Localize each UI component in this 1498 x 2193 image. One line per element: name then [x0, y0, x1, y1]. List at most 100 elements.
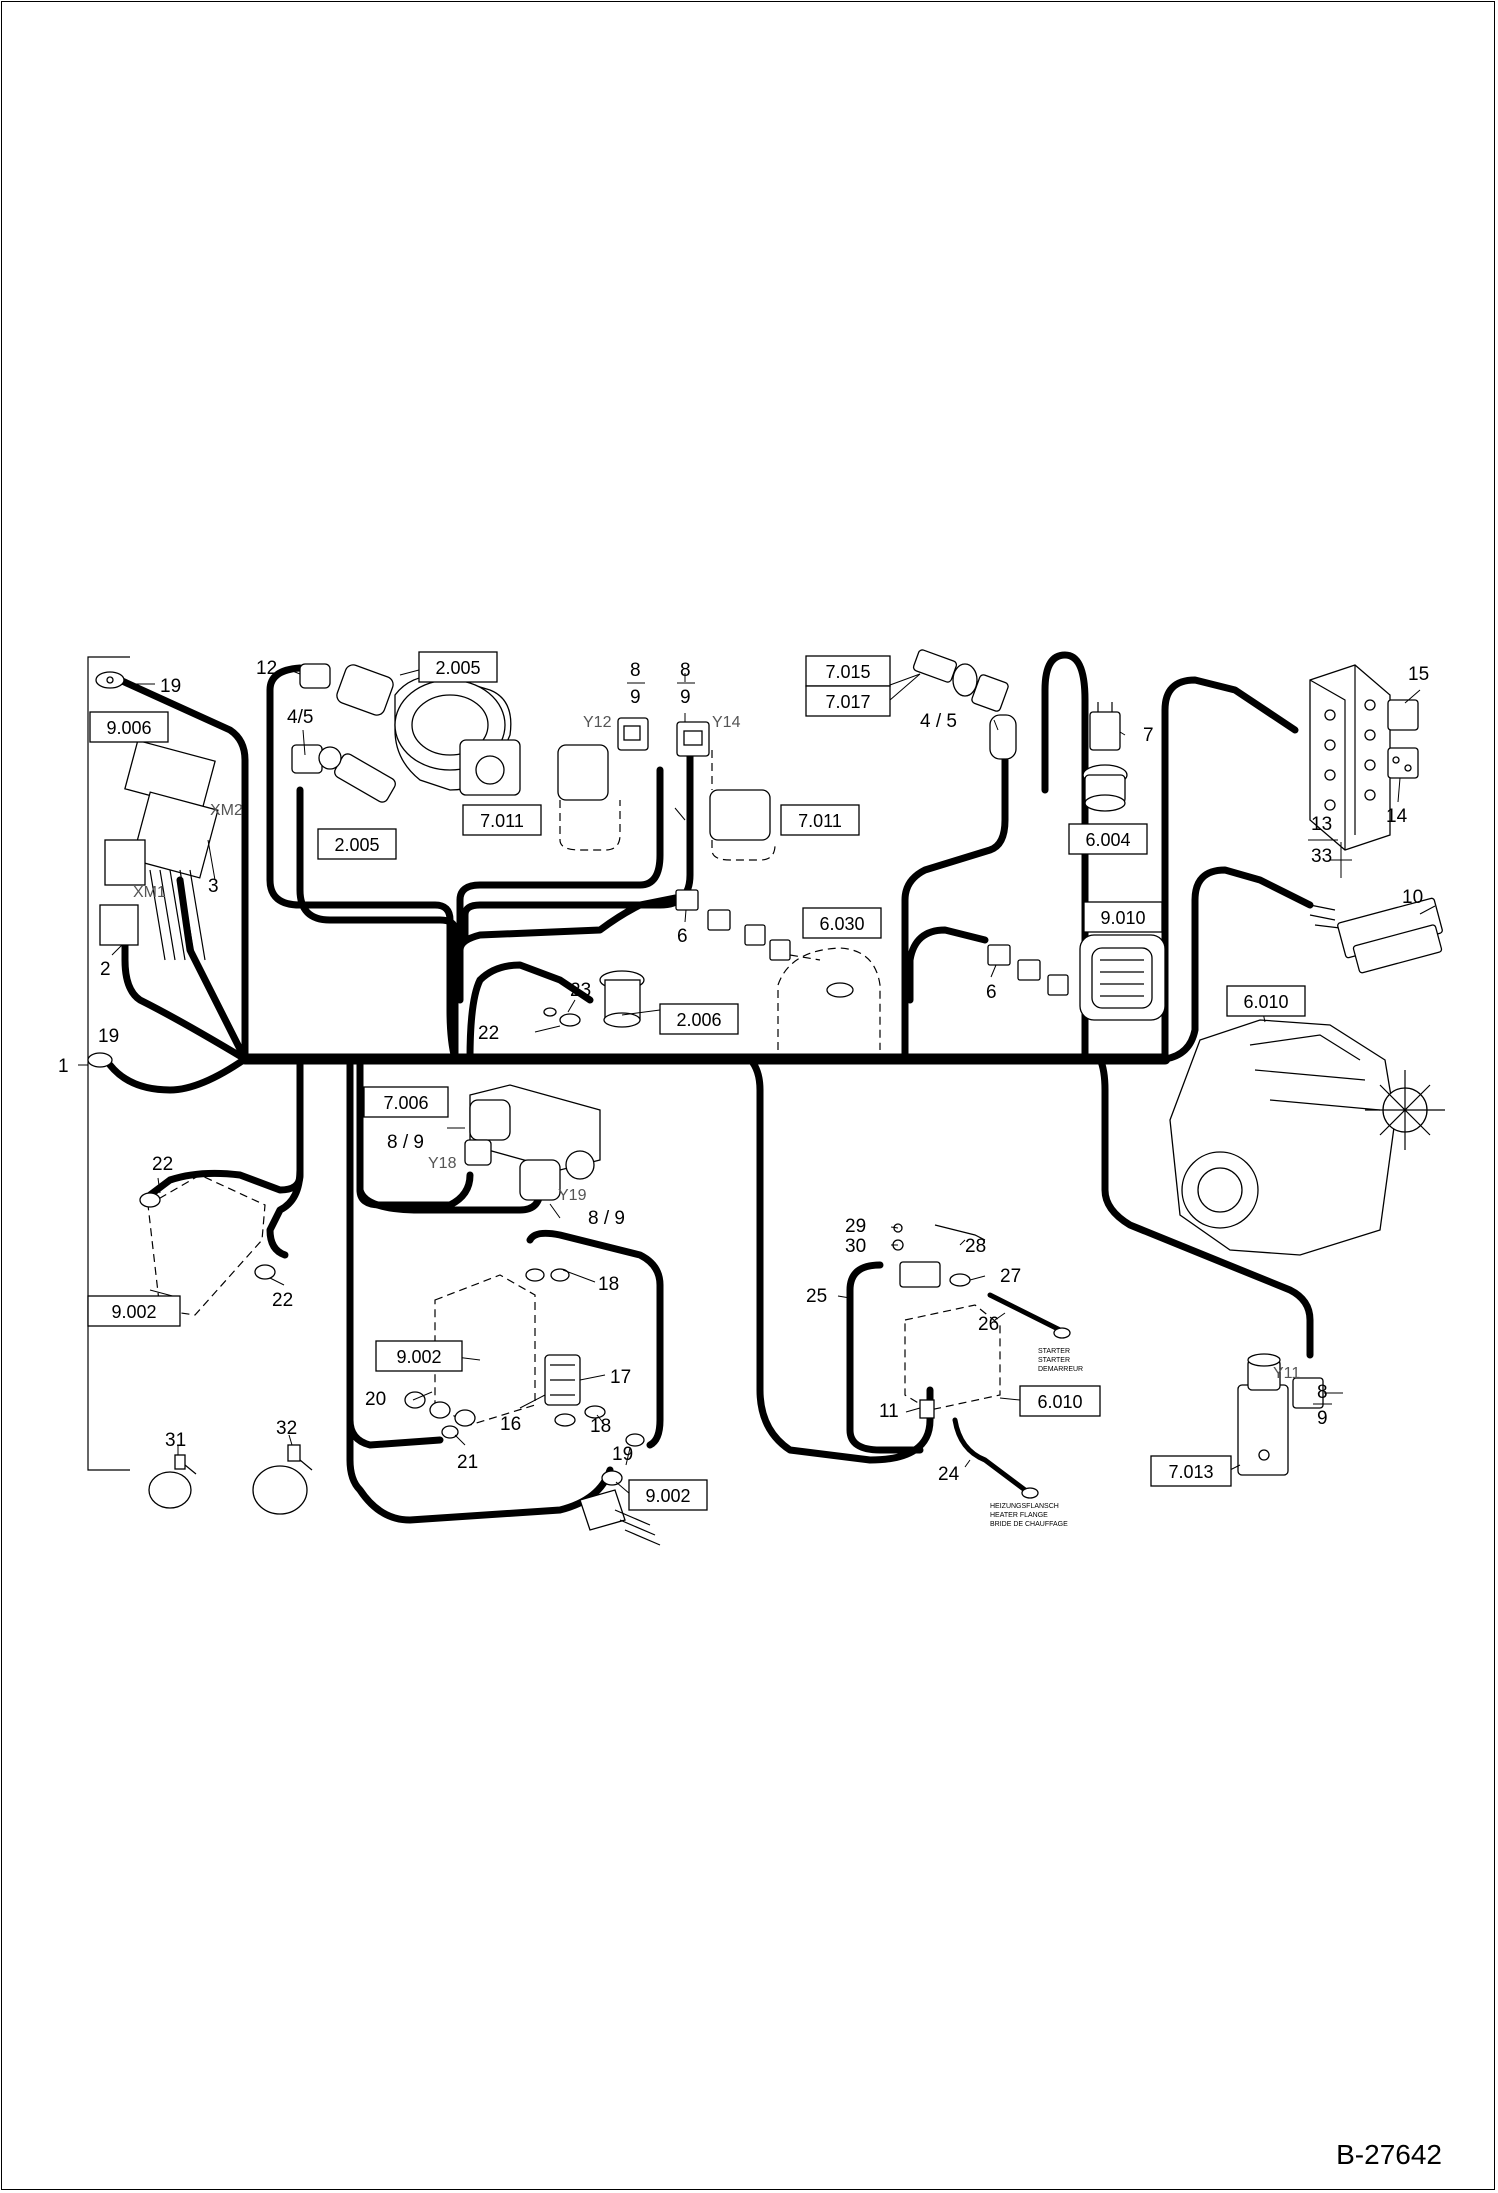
reference-box-7011-right: 7.011 — [780, 804, 860, 836]
reference-box-2005-lower: 2.005 — [317, 828, 397, 860]
item-31: 31 — [165, 1430, 186, 1451]
ring-terminals-20-21 — [404, 1391, 476, 1439]
heater-flange-annotation: HEIZUNGSFLANSCH HEATER FLANGE BRIDE DE C… — [990, 1503, 1068, 1528]
item-12: 12 — [256, 658, 277, 679]
label-y18: Y18 — [428, 1155, 457, 1172]
item-8-y11: 8 — [1317, 1382, 1328, 1403]
drawing-number: B-27642 — [1336, 2139, 1442, 2170]
item-numbers: 1 2 3 4/5 4 / 5 6 6 7 8 9 8 9 8 / 9 8 / … — [58, 658, 1429, 1485]
svg-text:7.011: 7.011 — [798, 811, 842, 831]
connector-6-left — [675, 889, 821, 961]
label-y12: Y12 — [583, 714, 612, 731]
item-3: 3 — [208, 876, 219, 897]
tank-sender-6030 — [777, 947, 881, 1050]
ring-terminal-19-top — [95, 671, 125, 689]
starter-annotation: STARTER STARTER DEMARREUR — [1038, 1348, 1083, 1373]
item-6-right: 6 — [986, 982, 997, 1003]
engine-6010 — [1169, 1019, 1445, 1256]
item-4-5-left: 4/5 — [287, 707, 313, 728]
svg-text:HEIZUNGSFLANSCH: HEIZUNGSFLANSCH — [990, 1503, 1059, 1510]
ring-terminal-22-ground — [254, 1264, 276, 1280]
svg-text:9.002: 9.002 — [111, 1302, 156, 1322]
item-21: 21 — [457, 1452, 478, 1473]
connector-6-right — [987, 944, 1069, 996]
ring-terminal-22-bracket — [139, 1192, 161, 1208]
item-23: 23 — [570, 980, 591, 1001]
relay-block-13 — [1309, 664, 1391, 851]
item-22-left: 22 — [478, 1023, 499, 1044]
reference-box-6010-relay: 6.010 — [1019, 1385, 1101, 1417]
valve-y14 — [676, 721, 776, 861]
reference-box-6010-engine: 6.010 — [1226, 985, 1306, 1017]
svg-text:7.013: 7.013 — [1168, 1462, 1213, 1482]
reference-box-6004: 6.004 — [1068, 823, 1148, 855]
item-8-b: 8 — [680, 660, 691, 681]
svg-text:6.030: 6.030 — [819, 914, 864, 934]
item-9-a: 9 — [630, 687, 641, 708]
svg-text:9.006: 9.006 — [106, 718, 151, 738]
item-25: 25 — [806, 1286, 827, 1307]
connector-10 — [1309, 897, 1443, 974]
label-y11: Y11 — [1273, 1365, 1300, 1382]
item-1-bracket — [78, 656, 130, 1471]
item-13: 13 — [1311, 814, 1332, 835]
item-19-bottom: 19 — [612, 1444, 633, 1465]
svg-text:BRIDE DE CHAUFFAGE: BRIDE DE CHAUFFAGE — [990, 1521, 1068, 1528]
svg-text:STARTER: STARTER — [1038, 1357, 1070, 1364]
reference-box-9006: 9.006 — [89, 711, 169, 743]
reference-box-7011-left: 7.011 — [462, 804, 542, 836]
svg-text:7.017: 7.017 — [825, 692, 870, 712]
item-27: 27 — [1000, 1266, 1021, 1287]
reference-box-2006: 2.006 — [659, 1003, 739, 1035]
item-28: 28 — [965, 1236, 986, 1257]
svg-text:HEATER FLANGE: HEATER FLANGE — [990, 1512, 1048, 1519]
ring-terminal-22-23 — [543, 1007, 581, 1027]
reference-box-7013: 7.013 — [1150, 1455, 1232, 1487]
item-10: 10 — [1402, 887, 1423, 908]
ring-terminals-18 — [525, 1268, 606, 1427]
item-32: 32 — [276, 1418, 297, 1439]
item-17: 17 — [610, 1367, 631, 1388]
svg-text:6.010: 6.010 — [1037, 1392, 1082, 1412]
item-22-ground: 22 — [272, 1290, 293, 1311]
reference-box-9010: 9.010 — [1083, 901, 1163, 933]
cable-tie-32 — [252, 1444, 313, 1515]
item-14: 14 — [1386, 806, 1408, 827]
leader-lines — [111, 667, 1436, 1495]
item-11: 11 — [879, 1401, 899, 1422]
item-22-bracket: 22 — [152, 1154, 173, 1175]
item-8-9-y19: 8 / 9 — [588, 1208, 625, 1229]
connector-12 — [299, 663, 394, 716]
reference-box-2005-top: 2.005 — [418, 651, 498, 683]
item-20: 20 — [365, 1389, 386, 1410]
item-8-9-y18: 8 / 9 — [387, 1132, 424, 1153]
connector-7 — [1089, 702, 1121, 751]
reference-box-9002-center: 9.002 — [375, 1340, 463, 1372]
svg-text:2.005: 2.005 — [334, 835, 379, 855]
label-y19: Y19 — [558, 1187, 587, 1204]
connector-9006 — [99, 739, 219, 961]
reference-box-6030: 6.030 — [802, 907, 882, 939]
item-9-y11: 9 — [1317, 1408, 1328, 1429]
item-18-top: 18 — [598, 1274, 619, 1295]
ring-terminal-19-left — [87, 1052, 113, 1068]
sensor-2005-lower — [291, 744, 396, 803]
item-6-left: 6 — [677, 926, 688, 947]
sensor-9002-bottom — [579, 1470, 661, 1546]
cable-24 — [952, 1417, 1039, 1499]
item-8-a: 8 — [630, 660, 641, 681]
cable-26 — [987, 1292, 1071, 1339]
valve-7006 — [464, 1084, 601, 1201]
reference-box-7015: 7.015 — [805, 655, 891, 687]
switch-6004 — [1082, 764, 1128, 812]
svg-text:7.011: 7.011 — [480, 811, 524, 831]
svg-text:2.005: 2.005 — [435, 658, 480, 678]
svg-text:7.015: 7.015 — [825, 662, 870, 682]
item-18-bottom: 18 — [590, 1416, 611, 1437]
cable-tie-31 — [148, 1454, 197, 1509]
item-1: 1 — [58, 1056, 69, 1077]
item-7: 7 — [1143, 725, 1154, 746]
reference-box-7006: 7.006 — [363, 1086, 449, 1118]
item-16: 16 — [500, 1414, 521, 1435]
